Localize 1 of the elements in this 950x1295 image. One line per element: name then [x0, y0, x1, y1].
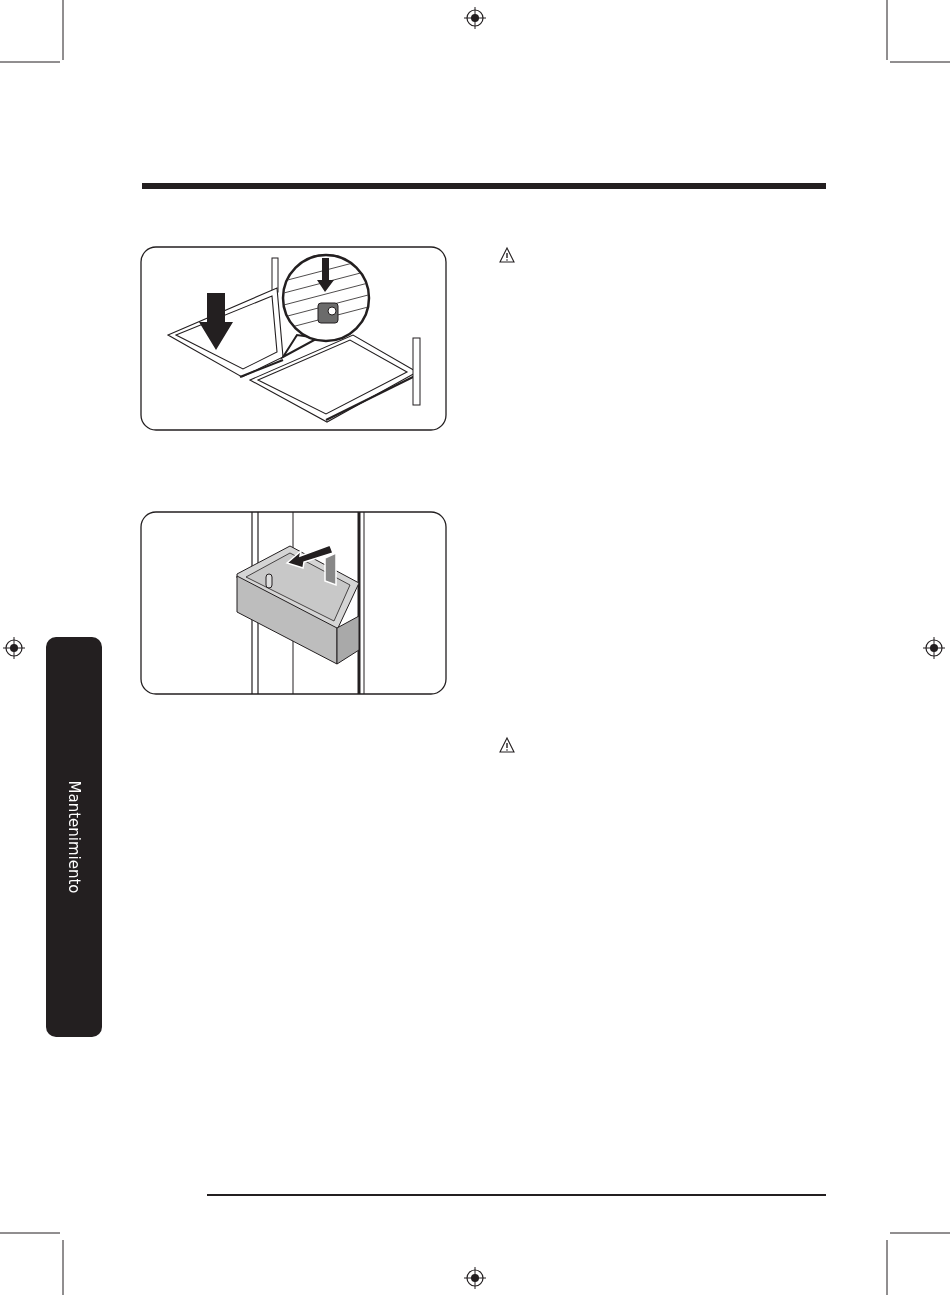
section-label: Mantenimiento — [65, 780, 83, 894]
